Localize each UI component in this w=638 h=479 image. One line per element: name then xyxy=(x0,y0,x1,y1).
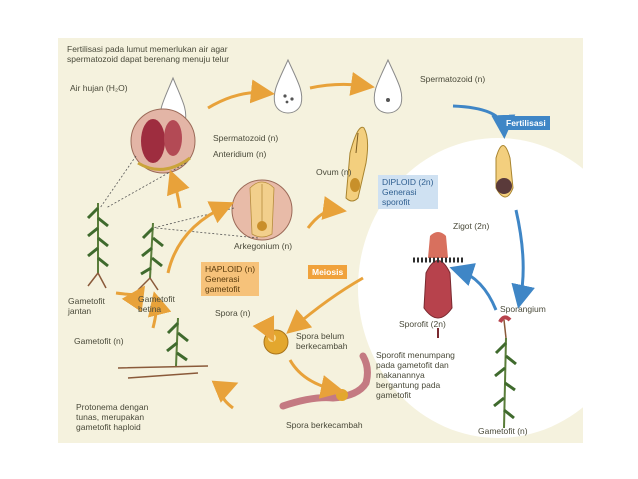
sperm-droplet-2 xyxy=(373,58,403,114)
spora-belum-label: Spora belum berkecambah xyxy=(296,331,348,351)
diploid-zone xyxy=(358,138,583,438)
spermatozoid-left-label: Spermatozoid (n) xyxy=(213,133,279,143)
sperm-droplet-1 xyxy=(273,58,303,114)
intro-text: Fertilisasi pada lumut memerlukan air ag… xyxy=(67,44,230,64)
zygote xyxy=(495,145,514,198)
diploid-tag: DIPLOID (2n) Generasi sporofit xyxy=(378,175,438,209)
male-gametophyte xyxy=(86,203,109,289)
anteridium-label: Anteridium (n) xyxy=(213,149,267,159)
ovum-label: Ovum (n) xyxy=(316,167,352,177)
sporofit-menumpang-label: Sporofit menumpang pada gametofit dan ma… xyxy=(376,350,455,400)
meiosis-tag: Meiosis xyxy=(308,265,348,279)
arkegonium-label: Arkegonium (n) xyxy=(234,241,293,251)
sporofit-label: Sporofit (2n) xyxy=(399,319,446,329)
gametofit-n-right-label: Gametofit (n) xyxy=(478,426,528,436)
archegonium-closeup xyxy=(231,179,293,241)
moss-life-cycle-diagram: Fertilisasi pada lumut memerlukan air ag… xyxy=(58,38,583,443)
gametofit-jantan-label: Gametofit jantan xyxy=(68,296,105,316)
gametofit-n-left-label: Gametofit (n) xyxy=(74,336,124,346)
orange-arrows xyxy=(115,72,375,410)
spora-berkecambah-label: Spora berkecambah xyxy=(286,420,363,430)
gametophyte-left xyxy=(117,317,209,379)
archegonium-with-sperm xyxy=(345,126,369,202)
gametophyte-with-sporophyte xyxy=(493,315,517,429)
zigot-label: Zigot (2n) xyxy=(453,221,490,231)
female-gametophyte xyxy=(137,222,164,291)
spermatozoid-top-label: Spermatozoid (n) xyxy=(420,74,486,84)
diagram-illustration xyxy=(86,58,583,438)
protonema-label: Protonema dengan tunas, merupakan gameto… xyxy=(76,402,149,432)
gametofit-betina-label: Gametofit betina xyxy=(138,294,175,314)
air-hujan-label: Air hujan (H₂O) xyxy=(70,83,128,93)
haploid-tag: HAPLOID (n) Generasi gametofit xyxy=(201,262,260,296)
sporophyte-capsule xyxy=(413,232,463,338)
sporangium-label: Sporangium xyxy=(500,304,546,314)
germinating-spore xyxy=(279,352,371,410)
spore xyxy=(263,329,289,355)
antheridium-closeup xyxy=(130,108,196,174)
spora-label: Spora (n) xyxy=(215,308,251,318)
fertilisasi-tag: Fertilisasi xyxy=(502,116,550,130)
